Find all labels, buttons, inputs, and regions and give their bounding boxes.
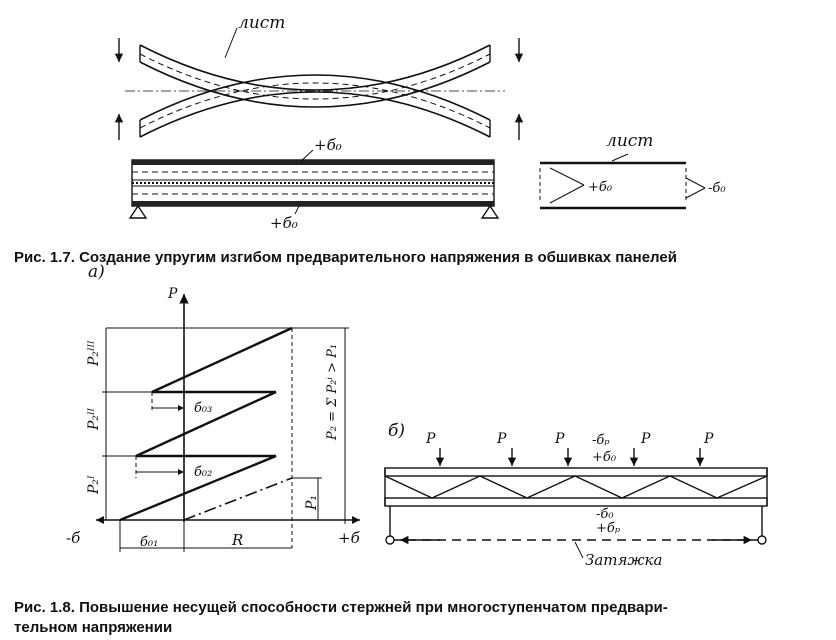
fig18a-diagram: а) P -б +б P₂ᴵᴵᴵ P₂ᴵᴵ P₂ᴵ P₁ б₀₃	[66, 262, 361, 552]
panel-a-label: а)	[88, 262, 105, 282]
fig18b-truss: б) Затяжка P P P P P -бₚ	[384, 421, 768, 569]
sigma-0-pos: +б₀	[592, 450, 617, 465]
caption-fig18-line1: Рис. 1.8. Повышение несущей способности …	[14, 599, 668, 616]
sigma-p-neg: -бₚ	[592, 433, 610, 448]
load-p-5: P	[703, 431, 714, 447]
axis-pos-label: +б	[338, 529, 361, 547]
sum-formula: P₂ = Σ P₂ⁱ > P₁	[325, 344, 340, 441]
sigma-top-label: +б₀	[314, 136, 342, 154]
sigma-right-a: +б₀	[588, 180, 613, 195]
p1-label: P₁	[304, 495, 320, 511]
sigma-p-pos: +бₚ	[596, 521, 620, 536]
sigma-0-neg: -б₀	[596, 507, 614, 522]
loading-path	[119, 326, 293, 522]
panel-b-label: б)	[388, 421, 405, 441]
axis-p-label: P	[167, 286, 178, 302]
label-list: лист	[238, 13, 285, 33]
label-list-2: лист	[606, 131, 653, 151]
sigma-02-label: б₀₂	[194, 465, 212, 480]
tie-label: Затяжка	[585, 551, 662, 569]
sigma-01-label: б₀₁	[140, 535, 158, 550]
sigma-right-b: -б₀	[708, 181, 726, 196]
fig17-bent-sheets: лист	[114, 13, 524, 140]
support-right	[480, 204, 500, 219]
load-p-3: P	[554, 431, 565, 447]
fig17-panel-beam: +б₀ +б₀	[128, 136, 500, 232]
axis-neg-label: -б	[66, 529, 81, 547]
load-p-1: P	[425, 431, 436, 447]
r-label: R	[231, 531, 243, 549]
sigma-bottom-label: +б₀	[270, 214, 298, 232]
load-p-2: P	[496, 431, 507, 447]
p2-iii-label: P₂ᴵᴵᴵ	[86, 340, 102, 367]
support-left	[128, 204, 148, 219]
p2-i-label: P₂ᴵ	[86, 475, 102, 495]
sigma-03-label: б₀₃	[194, 401, 212, 416]
caption-fig18-line2: тельном напряжении	[14, 619, 172, 636]
load-arrows: P P P P P	[425, 431, 714, 466]
load-p-4: P	[640, 431, 651, 447]
caption-fig17: Рис. 1.7. Создание упругим изгибом предв…	[14, 249, 677, 266]
fig17-section-detail: лист +б₀ -б₀	[539, 131, 726, 210]
p2-ii-label: P₂ᴵᴵ	[86, 407, 102, 431]
